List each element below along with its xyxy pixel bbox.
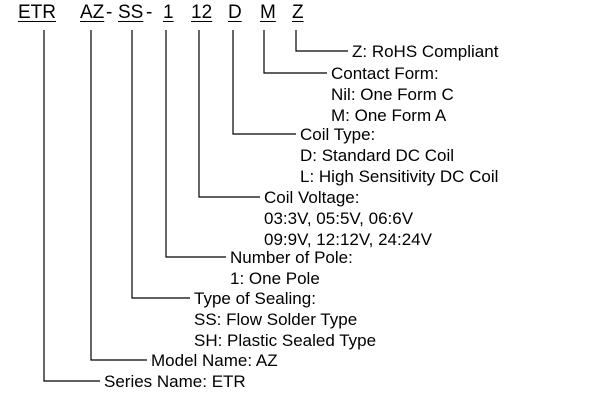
field-rohs: Z: RoHS Compliant [352,41,498,62]
field-coil-type-option: L: High Sensitivity DC Coil [300,167,499,186]
field-coil-type: Coil Type: D: Standard DC Coil L: High S… [300,124,498,187]
code-segment-contact: M [260,2,276,23]
leader-line-coil-voltage [198,30,260,198]
field-coil-voltage: Coil Voltage: 03:3V, 05:5V, 06:6V 09:9V,… [264,187,432,250]
field-coil-voltage-option: 09:9V, 12:12V, 24:24V [264,230,432,249]
field-number-of-pole: Number of Pole: 1: One Pole [230,247,353,289]
field-number-of-pole-option: 1: One Pole [230,269,320,288]
field-coil-voltage-title: Coil Voltage: [264,188,360,207]
field-series-name-title: Series Name: ETR [104,372,246,391]
code-segment-voltage: 12 [191,2,213,23]
code-segment-coil: D [228,2,242,23]
leader-line-model-name [90,30,147,361]
field-coil-voltage-option: 03:3V, 05:5V, 06:6V [264,209,414,228]
code-dash: - [146,2,153,23]
code-segment-series: ETR [18,2,56,23]
leader-line-contact-form [263,30,327,74]
field-model-name: Model Name: AZ [151,350,278,371]
field-type-of-sealing-title: Type of Sealing: [194,289,316,308]
field-contact-form-option: M: One Form A [331,106,447,125]
field-series-name: Series Name: ETR [104,371,246,392]
code-dash: - [106,2,113,23]
field-number-of-pole-title: Number of Pole: [230,248,353,267]
field-contact-form: Contact Form: Nil: One Form C M: One For… [331,63,454,126]
code-segment-rohs: Z [292,2,304,23]
field-type-of-sealing-option: SS: Flow Solder Type [194,310,358,329]
field-contact-form-option: Nil: One Form C [331,85,454,104]
field-model-name-title: Model Name: AZ [151,351,278,370]
leader-line-series-name [43,30,100,382]
leader-line-coil-type [232,30,296,135]
leader-line-number-of-pole [165,30,226,258]
code-segment-model: AZ [80,2,105,23]
field-type-of-sealing: Type of Sealing: SS: Flow Solder Type SH… [194,288,376,351]
leader-line-rohs [295,30,348,52]
code-segment-pole: 1 [163,2,174,23]
code-segment-sealing: SS [118,2,144,23]
leader-line-type-of-sealing [131,30,190,299]
field-type-of-sealing-option: SH: Plastic Sealed Type [194,331,377,350]
field-rohs-title: Z: RoHS Compliant [352,42,499,61]
field-coil-type-title: Coil Type: [300,125,376,144]
field-coil-type-option: D: Standard DC Coil [300,146,455,165]
field-contact-form-title: Contact Form: [331,64,439,83]
